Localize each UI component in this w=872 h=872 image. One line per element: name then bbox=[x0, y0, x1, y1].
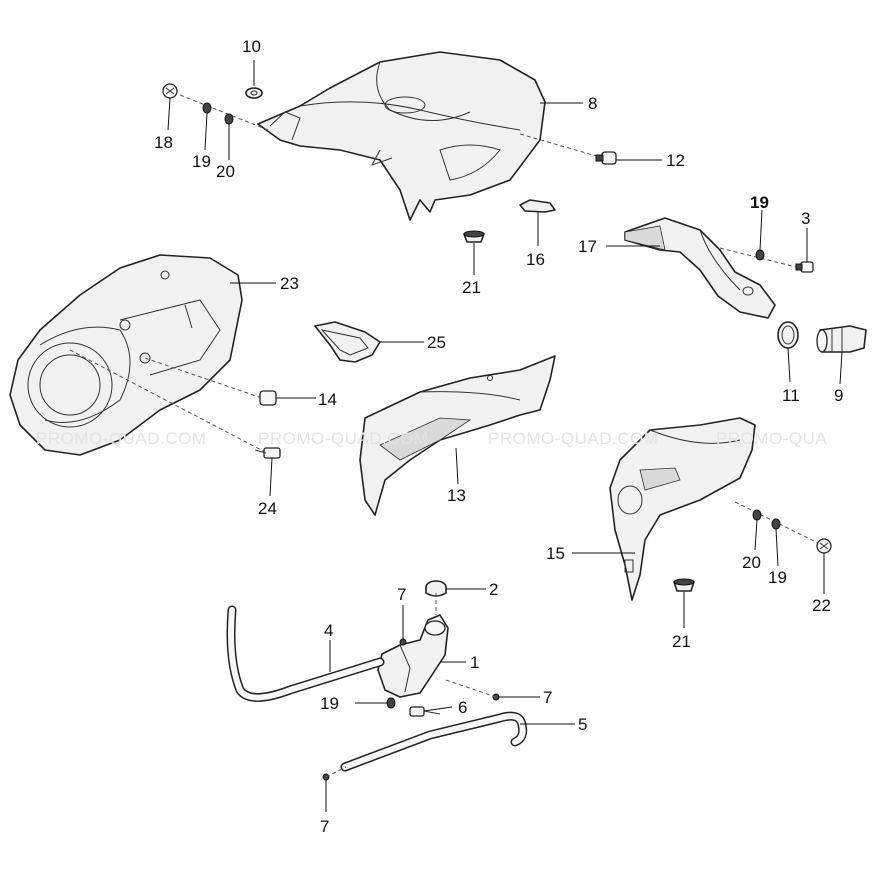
callout-18: 18 bbox=[154, 133, 173, 152]
leader-lines bbox=[167, 60, 843, 812]
callout-24: 24 bbox=[258, 499, 277, 518]
callout-20-top-left: 20 bbox=[216, 162, 235, 181]
part-9-boot bbox=[816, 325, 867, 353]
watermark-row: PROMO-QUAD.COM PROMO-QUAD.COM PROMO-QUAD… bbox=[36, 429, 827, 448]
callout-23: 23 bbox=[280, 274, 299, 293]
callout-7-bottom: 7 bbox=[320, 817, 329, 836]
callout-25: 25 bbox=[427, 333, 446, 352]
part-8-front-cover bbox=[257, 51, 546, 221]
watermark-4: PROMO-QUA bbox=[716, 429, 827, 448]
part-24-bolt bbox=[69, 349, 281, 459]
callout-16: 16 bbox=[526, 250, 545, 269]
parts-19-6-fasteners bbox=[386, 697, 441, 717]
callout-21-top: 21 bbox=[462, 278, 481, 297]
callout-20-right: 20 bbox=[742, 553, 761, 572]
callout-labels: 10 18 19 20 8 12 16 21 17 19 3 11 9 23 2… bbox=[154, 37, 843, 836]
callout-10: 10 bbox=[242, 37, 261, 56]
callout-8: 8 bbox=[588, 94, 597, 113]
callout-19-top-left: 19 bbox=[192, 152, 211, 171]
part-10-grommet bbox=[245, 87, 263, 99]
callout-4: 4 bbox=[324, 621, 333, 640]
callout-14: 14 bbox=[318, 390, 337, 409]
callout-11: 11 bbox=[782, 386, 800, 405]
watermark-1: PROMO-QUAD.COM bbox=[36, 429, 206, 448]
part-12-bolt bbox=[519, 133, 617, 165]
part-16-clip bbox=[519, 199, 556, 213]
part-21-cap-top bbox=[463, 230, 485, 243]
callout-21-bottom: 21 bbox=[672, 632, 691, 651]
callout-19-bottom: 19 bbox=[320, 694, 339, 713]
callout-6: 6 bbox=[458, 698, 467, 717]
callout-19-right: 19 bbox=[768, 568, 787, 587]
callout-1: 1 bbox=[470, 653, 479, 672]
part-13-side-panel bbox=[359, 355, 556, 516]
part-17-duct bbox=[624, 217, 776, 319]
part-21-cap-bottom bbox=[673, 578, 695, 592]
callout-17: 17 bbox=[578, 237, 597, 256]
callout-19-top-right: 19 bbox=[750, 193, 769, 212]
callout-7-top: 7 bbox=[397, 585, 406, 604]
callout-22: 22 bbox=[812, 596, 831, 615]
parts-19-3-fasteners bbox=[719, 247, 814, 273]
callout-2: 2 bbox=[489, 580, 498, 599]
callout-9: 9 bbox=[834, 386, 843, 405]
part-1-reservoir-tank bbox=[377, 614, 449, 698]
callout-12: 12 bbox=[666, 151, 685, 170]
watermark-2: PROMO-QUAD.COM bbox=[258, 429, 428, 448]
watermark-3: PROMO-QUAD.COM bbox=[488, 429, 658, 448]
callout-5: 5 bbox=[578, 715, 587, 734]
callout-7-mid: 7 bbox=[543, 688, 552, 707]
part-25-pad bbox=[314, 321, 381, 363]
callout-3: 3 bbox=[801, 209, 810, 228]
parts-20-19-22-fasteners bbox=[734, 501, 832, 554]
callout-13: 13 bbox=[447, 486, 466, 505]
part-15-rear-panel bbox=[609, 417, 756, 601]
part-23-belt-cover bbox=[9, 254, 243, 456]
callout-15: 15 bbox=[546, 544, 565, 563]
